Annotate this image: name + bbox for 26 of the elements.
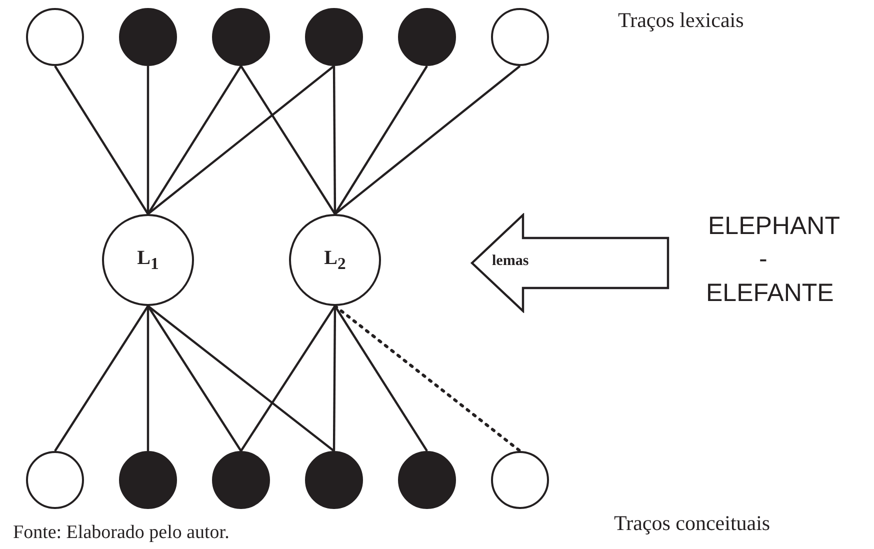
connector-line — [334, 65, 521, 215]
connector-line — [332, 66, 336, 214]
connector-line — [54, 65, 149, 215]
connector-line — [146, 306, 150, 451]
connector-line — [334, 305, 428, 452]
connector-line — [54, 305, 149, 452]
dash-separator: - — [759, 245, 768, 274]
connector-line — [334, 65, 428, 215]
connector-line — [147, 65, 242, 215]
layer-label: Traços lexicais — [618, 8, 744, 33]
lemma-label: L$_{1}$ — [137, 246, 159, 274]
lemma-label: L$_{2}$ — [324, 246, 346, 274]
word-label: ELEPHANT — [708, 212, 840, 241]
connector-line — [147, 305, 242, 452]
layer-label: Traços conceituais — [614, 511, 770, 536]
dotted-connector — [334, 304, 522, 452]
arrow-label: lemas — [492, 253, 529, 270]
connector-line — [147, 65, 335, 215]
connector-line — [240, 305, 336, 452]
connector-line — [147, 305, 335, 452]
word-label: ELEFANTE — [706, 279, 834, 308]
connector-line — [146, 66, 150, 214]
connector-line — [332, 306, 336, 451]
block-arrow — [470, 213, 670, 313]
source-caption: Fonte: Elaborado pelo autor. — [13, 522, 230, 544]
connector-line — [240, 65, 336, 215]
